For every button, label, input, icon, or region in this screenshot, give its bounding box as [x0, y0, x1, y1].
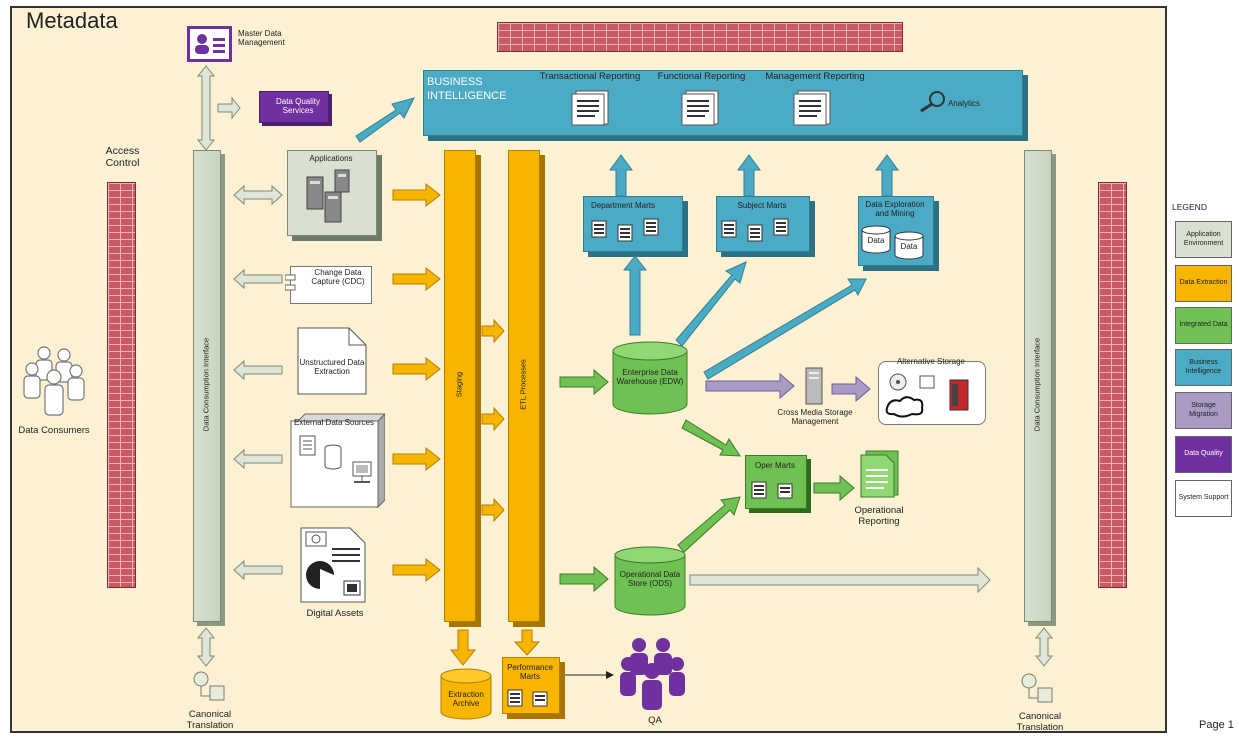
external-sources-label: External Data Sources: [293, 418, 375, 427]
report-doc-icon-1: [570, 88, 614, 126]
storage-server-icon: [804, 367, 824, 405]
legend-label-3: Business Intelligence: [1185, 359, 1222, 375]
staging-bar: [444, 150, 476, 622]
server-icon: [305, 167, 353, 225]
data-label-2: Data: [900, 242, 918, 251]
dq-services-label: Data Quality Services: [275, 97, 321, 116]
data-exploration-label: Data Exploration and Mining: [865, 200, 925, 219]
operational-reporting-label: Operational Reporting: [854, 505, 904, 527]
ods-cylinder: [614, 546, 686, 616]
component-icon: [285, 272, 297, 294]
qa-people-icon: [619, 636, 687, 712]
transactional-reporting-label: Transactional Reporting: [539, 71, 641, 82]
legend-system-support: System Support: [1175, 480, 1232, 517]
qa-label: QA: [648, 715, 662, 726]
bi-title-1: BUSINESS: [427, 76, 483, 88]
dci-right-pillar: [1024, 150, 1052, 622]
data-cylinder-2: [894, 231, 924, 261]
legend-storage-migration: Storage Migration: [1175, 392, 1232, 429]
dci-right-label: Data Consumption Interface: [1032, 337, 1042, 432]
extraction-archive-label: Extraction Archive: [448, 690, 484, 709]
legend-label-4: Storage Migration: [1189, 402, 1218, 418]
legend-data-extraction: Data Extraction: [1175, 265, 1232, 302]
subject-marts-label: Subject Marts: [737, 201, 787, 210]
management-reporting-label: Management Reporting: [765, 71, 865, 82]
table-icons-oper: [750, 478, 798, 502]
legend-label-6: System Support: [1178, 494, 1229, 502]
table-icons-dept: [588, 217, 666, 243]
legend-label-1: Data Extraction: [1179, 279, 1228, 287]
legend-label-5: Data Quality: [1184, 450, 1223, 458]
legend-label-2: Integrated Data: [1179, 321, 1228, 329]
legend-integrated-data: Integrated Data: [1175, 307, 1232, 344]
staging-label: Staging: [454, 371, 464, 398]
etl-bar: [508, 150, 540, 622]
digital-assets-icon: [300, 527, 366, 603]
cross-media-label: Cross Media Storage Management: [777, 408, 853, 427]
master-data-icon: [187, 26, 232, 62]
access-control-label: Access Control: [105, 145, 140, 170]
canonical-right-label: Canonical Translation: [1016, 711, 1064, 733]
functional-reporting-label: Functional Reporting: [657, 71, 746, 82]
table-icons-perf: [507, 688, 553, 708]
applications-label: Applications: [309, 154, 353, 163]
performance-marts-label: Performance Marts: [507, 663, 553, 682]
performance-marts-box: [502, 657, 560, 714]
data-quality-services: [259, 91, 329, 123]
table-icons-subject: [718, 217, 796, 243]
legend-title: LEGEND: [1172, 202, 1207, 212]
dci-left-pillar: [193, 150, 221, 622]
data-consumers-label: Data Consumers: [18, 425, 90, 436]
legend-label-0: Application Environment: [1183, 231, 1224, 247]
dci-left-label: Data Consumption Interface: [201, 337, 211, 432]
firewall-top: [497, 22, 903, 52]
analytics-label: Analytics: [948, 99, 981, 108]
business-intelligence-banner: [423, 70, 1023, 136]
canonical-left-label: Canonical Translation: [186, 709, 234, 731]
edw-cylinder: [612, 341, 688, 415]
legend-application-environment: Application Environment: [1175, 221, 1232, 258]
etl-label: ETL Processes: [518, 359, 528, 410]
external-icons: [298, 432, 378, 488]
cdc-box: [290, 266, 372, 304]
canonical-right-icon: [1020, 672, 1056, 706]
data-consumers-icon: [18, 345, 90, 420]
data-label-1: Data: [867, 236, 885, 245]
firewall-right: [1098, 182, 1127, 588]
master-data-label: Master Data Management: [238, 29, 285, 48]
report-doc-icon-2: [680, 88, 724, 126]
page-label: Page 1: [1199, 719, 1234, 731]
department-marts-label: Department Marts: [590, 201, 656, 210]
magnifier-icon: [915, 90, 949, 114]
cdc-label: Change Data Capture (CDC): [311, 268, 365, 287]
canonical-left-icon: [192, 670, 228, 704]
extraction-archive-cylinder: [440, 668, 492, 720]
diagram-title: Metadata: [26, 8, 118, 33]
digital-assets-label: Digital Assets: [306, 608, 364, 619]
operational-report-icon: [858, 450, 900, 498]
ods-label: Operational Data Store (ODS): [619, 570, 681, 589]
edw-label: Enterprise Data Warehouse (EDW): [616, 368, 684, 387]
unstructured-box: [297, 327, 367, 395]
legend-business-intelligence: Business Intelligence: [1175, 349, 1232, 386]
unstructured-label: Unstructured Data Extraction: [299, 358, 365, 377]
legend-data-quality: Data Quality: [1175, 436, 1232, 473]
alternative-storage-label: Alternative Storage: [896, 357, 966, 366]
report-doc-icon-3: [792, 88, 836, 126]
data-cylinder-1: [861, 225, 891, 255]
bi-title-2: INTELLIGENCE: [427, 90, 507, 102]
alt-storage-icons: [882, 370, 982, 420]
firewall-left: [107, 182, 136, 588]
oper-marts-label: Oper Marts: [754, 461, 795, 470]
